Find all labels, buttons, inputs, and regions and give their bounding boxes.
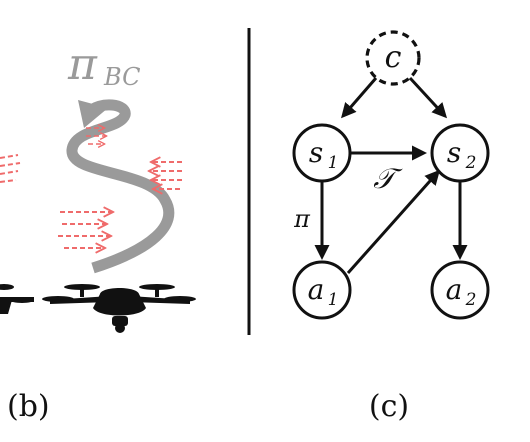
transition-label: 𝒯 [373,162,403,195]
wind-gusts [0,128,182,248]
node-c: c [365,30,421,86]
panel-b: π BC [0,39,196,424]
edge-c-s1 [341,77,378,119]
svg-text:a: a [308,273,325,306]
drone-icon [42,284,196,333]
panel-c-caption: (c) [369,389,409,424]
node-s2: s 2 [430,123,490,183]
svg-text:2: 2 [465,153,477,173]
panel-b-caption: (b) [7,389,50,424]
svg-text:a: a [446,273,463,306]
svg-text:1: 1 [328,290,339,310]
policy-label: π [67,39,98,90]
policy-edge-label: π [293,205,311,233]
node-a2: a 2 [430,260,490,320]
edge-c-s2 [408,76,448,119]
trajectory-arrow [66,99,175,274]
node-a1: a 1 [292,260,352,320]
svg-text:s: s [309,136,323,169]
panel-c: c s 1 s 2 a 1 a 2 𝒯 π (c) [292,30,490,424]
svg-text:1: 1 [328,153,339,173]
svg-text:c: c [385,40,402,75]
svg-text:s: s [447,136,461,169]
trajectory-arrowhead [78,100,108,128]
graph-edges [314,76,468,274]
svg-text:2: 2 [465,290,477,310]
edge-a1-s2 [346,169,440,274]
node-s1: s 1 [292,123,352,183]
drone-partial-icon [0,284,34,314]
policy-label-subscript: BC [103,63,140,91]
